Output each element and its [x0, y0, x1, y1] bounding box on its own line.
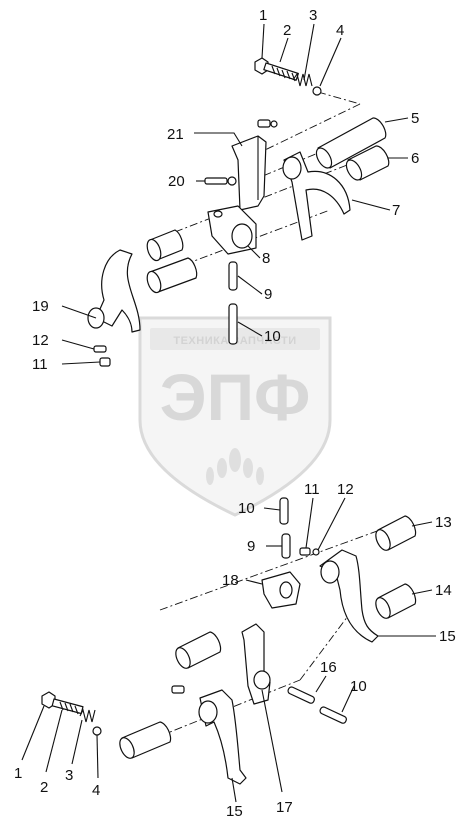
- pin-part: [281, 533, 291, 559]
- pin-part: [287, 686, 315, 704]
- callout-11-top: 11: [32, 356, 48, 373]
- screw-part: [171, 685, 185, 694]
- watermark-logo: ТЕХНИКА ЗАПЧАСТИ ЭПФ: [138, 316, 332, 517]
- callout-12-top: 12: [32, 332, 49, 349]
- axis-line: [159, 529, 381, 611]
- shift-lever-part: [241, 623, 271, 705]
- ball-part: [312, 86, 322, 96]
- shaft-part: [119, 721, 172, 759]
- callout-2-top: 2: [283, 22, 291, 39]
- shaft-part: [345, 145, 390, 181]
- callout-7: 7: [392, 202, 400, 219]
- washer-part: [312, 548, 320, 556]
- shaft-part: [146, 257, 198, 294]
- shift-fork-part: [87, 249, 141, 333]
- callout-11-mid: 11: [304, 481, 320, 498]
- axis-line: [264, 103, 361, 151]
- bolt-part: [204, 176, 237, 186]
- callout-labels: 1 2 3 4 5 6 7 21 20 8 9 10 19 12 11 10 9…: [14, 7, 456, 820]
- callout-14: 14: [435, 582, 452, 599]
- callout-13: 13: [435, 514, 452, 531]
- shift-fork-part: [282, 151, 351, 241]
- callout-18: 18: [222, 572, 239, 589]
- leader-lines: [21, 23, 436, 803]
- callout-8: 8: [262, 250, 270, 267]
- screw-part: [299, 547, 311, 556]
- bolt-part: [254, 57, 299, 82]
- screw-part: [99, 357, 111, 367]
- callout-2-bottom: 2: [40, 779, 48, 796]
- ball-part: [92, 726, 102, 736]
- callout-10-mid: 10: [238, 500, 255, 517]
- callout-17: 17: [276, 799, 293, 816]
- pin-part: [319, 706, 347, 724]
- pin-part: [228, 261, 238, 291]
- screw-part: [257, 119, 278, 128]
- callout-15-right: 15: [439, 628, 456, 645]
- callout-4-bottom: 4: [92, 782, 100, 799]
- shift-fork-part: [319, 549, 379, 643]
- spring-part: [79, 708, 96, 723]
- shift-block-part: [207, 205, 257, 255]
- shift-fork-part: [198, 689, 247, 785]
- callout-9-top: 9: [264, 286, 272, 303]
- pin-part: [279, 497, 289, 525]
- watermark-logo-letters: ЭПФ: [160, 360, 311, 434]
- screw-part: [93, 345, 107, 353]
- callout-5: 5: [411, 110, 419, 127]
- callout-15-bottom: 15: [226, 803, 243, 820]
- shaft-part: [375, 583, 417, 619]
- callout-10-low: 10: [350, 678, 367, 695]
- callout-12-mid: 12: [337, 481, 354, 498]
- pin-part: [228, 303, 238, 345]
- watermark-wheat-emblem: [206, 448, 264, 485]
- callout-9-mid: 9: [247, 538, 255, 555]
- shaft-part: [375, 515, 417, 551]
- callout-10-top: 10: [264, 328, 281, 345]
- axis-line: [317, 91, 361, 105]
- shaft-part: [146, 229, 184, 262]
- callout-20: 20: [168, 173, 185, 190]
- callout-4-top: 4: [336, 22, 344, 39]
- callout-19: 19: [32, 298, 49, 315]
- watermark-shield: [138, 316, 332, 517]
- spring-part: [292, 72, 313, 87]
- shaft-part: [315, 117, 387, 169]
- callout-3-bottom: 3: [65, 767, 73, 784]
- axis-line: [174, 159, 361, 233]
- bolt-part: [41, 691, 84, 715]
- callout-1-bottom: 1: [14, 765, 22, 782]
- callout-6: 6: [411, 150, 419, 167]
- shaft-part: [175, 631, 222, 669]
- bracket-part: [231, 135, 267, 211]
- shift-block-part: [261, 571, 301, 609]
- callout-21: 21: [167, 126, 184, 143]
- callout-3-top: 3: [309, 7, 317, 24]
- callout-1-top: 1: [259, 7, 267, 24]
- callout-16: 16: [320, 659, 337, 676]
